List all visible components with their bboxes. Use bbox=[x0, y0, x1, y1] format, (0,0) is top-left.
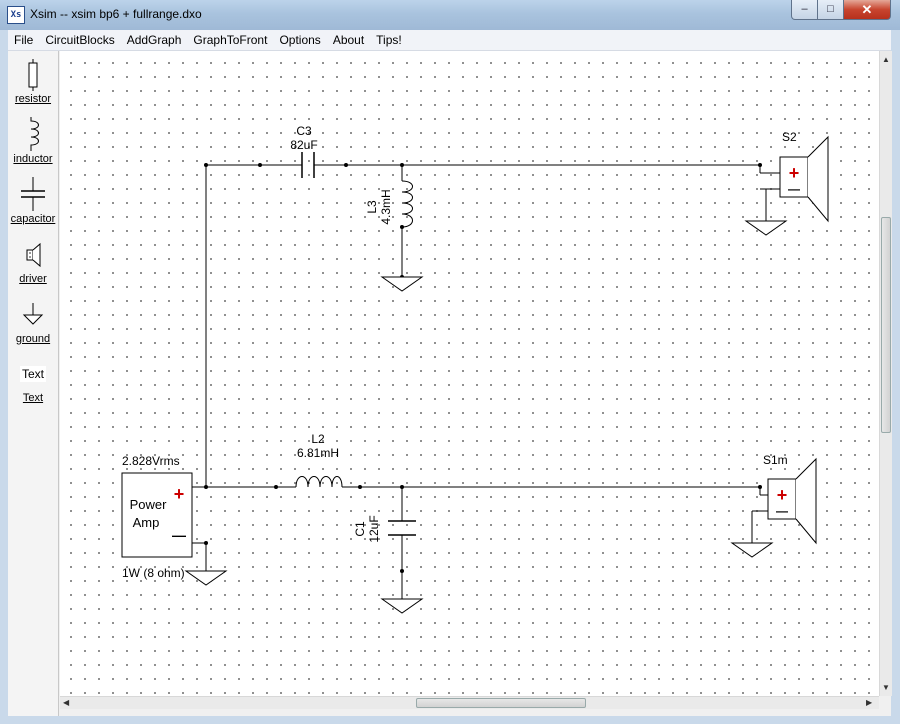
power-amp-block[interactable]: Power Amp + — 2.828Vrms 1W (8 ohm) bbox=[121, 454, 193, 580]
ground-s2 bbox=[744, 220, 788, 236]
menu-file[interactable]: File bbox=[14, 33, 34, 47]
junction-dots bbox=[204, 163, 762, 573]
palette-driver[interactable]: driver bbox=[8, 241, 58, 285]
ground-l3 bbox=[380, 276, 424, 292]
schematic-canvas[interactable]: C3 82uF L3 4.3mH L2 6.81mH bbox=[60, 51, 879, 696]
palette-label-inductor: inductor bbox=[13, 153, 53, 165]
palette-capacitor[interactable]: capacitor bbox=[8, 177, 58, 225]
capacitor-icon bbox=[21, 177, 45, 211]
speaker-s2[interactable]: + — S2 bbox=[760, 130, 829, 223]
l2-name: L2 bbox=[311, 432, 325, 446]
speaker-icon bbox=[26, 242, 41, 268]
c3-name: C3 bbox=[296, 124, 312, 138]
ground-amp bbox=[184, 570, 228, 586]
menu-graphtofront[interactable]: GraphToFront bbox=[193, 33, 268, 47]
l2-value: 6.81mH bbox=[297, 446, 339, 460]
palette-resistor[interactable]: resistor bbox=[8, 59, 58, 105]
palette-label-driver: driver bbox=[19, 273, 47, 285]
horizontal-scroll-thumb[interactable] bbox=[416, 698, 586, 708]
scroll-left-icon[interactable]: ◀ bbox=[63, 698, 70, 707]
s1m-name: S1m bbox=[763, 453, 788, 467]
palette-label-ground: ground bbox=[15, 333, 51, 345]
resistor-icon bbox=[28, 59, 38, 91]
amp-title-line2: Amp bbox=[133, 515, 160, 530]
inductor-l2[interactable]: L2 6.81mH bbox=[295, 432, 343, 488]
vertical-scrollbar[interactable]: ▲ ▼ bbox=[879, 51, 892, 696]
ground-s1m bbox=[730, 542, 774, 558]
menu-options[interactable]: Options bbox=[279, 33, 321, 47]
inductor-l3[interactable]: L3 4.3mH bbox=[365, 180, 413, 228]
capacitor-c1[interactable]: C1 12uF bbox=[353, 515, 416, 543]
s2-plus-sign: + bbox=[789, 163, 800, 183]
l3-name: L3 bbox=[365, 200, 379, 214]
menu-addgraph[interactable]: AddGraph bbox=[126, 33, 182, 47]
minimize-button[interactable]: – bbox=[791, 0, 818, 20]
s1m-plus-sign: + bbox=[777, 485, 788, 505]
palette-text[interactable]: Text Text bbox=[8, 365, 58, 404]
c1-name: C1 bbox=[353, 521, 367, 537]
c3-value: 82uF bbox=[290, 138, 317, 152]
text-tool-icon: Text bbox=[19, 366, 46, 382]
palette-label-capacitor: capacitor bbox=[10, 213, 56, 225]
amp-plus-sign: + bbox=[174, 484, 185, 504]
menu-circuitblocks[interactable]: CircuitBlocks bbox=[45, 33, 115, 47]
s2-minus-sign: — bbox=[788, 182, 800, 196]
menu-about[interactable]: About bbox=[332, 33, 365, 47]
schematic-drawing: C3 82uF L3 4.3mH L2 6.81mH bbox=[121, 124, 829, 614]
ground-icon bbox=[22, 303, 44, 325]
capacitor-c3[interactable]: C3 82uF bbox=[290, 124, 318, 178]
palette-label-text: Text bbox=[22, 392, 44, 404]
client-area: resistor inductor capacitor bbox=[8, 51, 892, 716]
component-palette: resistor inductor capacitor bbox=[8, 51, 59, 716]
window-title: Xsim -- xsim bp6 + fullrange.dxo bbox=[30, 7, 202, 21]
amp-rating: 1W (8 ohm) bbox=[122, 566, 185, 580]
l3-value: 4.3mH bbox=[379, 189, 393, 224]
palette-ground[interactable]: ground bbox=[8, 301, 58, 345]
palette-inductor[interactable]: inductor bbox=[8, 117, 58, 165]
inductor-icon bbox=[30, 117, 39, 151]
amp-minus-sign: — bbox=[172, 527, 186, 543]
app-icon: Xs bbox=[7, 6, 25, 24]
horizontal-scrollbar[interactable]: ◀ ▶ bbox=[60, 696, 879, 709]
scroll-up-icon[interactable]: ▲ bbox=[882, 55, 890, 64]
amp-voltage: 2.828Vrms bbox=[122, 454, 180, 468]
scroll-right-icon[interactable]: ▶ bbox=[866, 698, 873, 707]
maximize-button[interactable]: □ bbox=[817, 0, 844, 20]
vertical-scroll-thumb[interactable] bbox=[881, 217, 891, 433]
s1m-minus-sign: — bbox=[776, 504, 788, 518]
speaker-s1m[interactable]: + — S1m bbox=[760, 453, 817, 545]
ground-c1 bbox=[380, 598, 424, 614]
close-button[interactable]: ✕ bbox=[843, 0, 891, 20]
c1-value: 12uF bbox=[367, 515, 381, 542]
s2-name: S2 bbox=[782, 130, 797, 144]
menu-tips[interactable]: Tips! bbox=[376, 33, 402, 47]
title-bar[interactable]: Xs Xsim -- xsim bp6 + fullrange.dxo – □ … bbox=[0, 0, 900, 30]
wires bbox=[192, 164, 767, 599]
menu-bar: File CircuitBlocks AddGraph GraphToFront… bbox=[8, 30, 891, 51]
scroll-down-icon[interactable]: ▼ bbox=[882, 683, 890, 692]
palette-label-resistor: resistor bbox=[14, 93, 52, 105]
amp-title-line1: Power bbox=[130, 497, 168, 512]
